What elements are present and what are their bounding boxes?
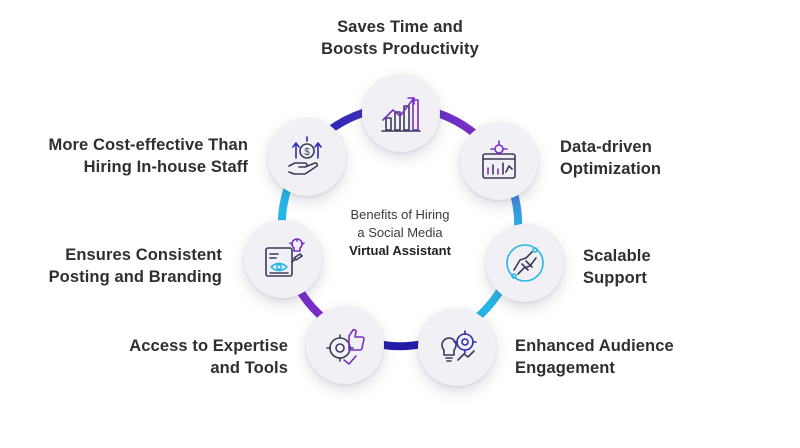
label-consistent-posting: Ensures Consistent Posting and Branding bbox=[22, 244, 222, 288]
label-scalable-support: Scalable Support bbox=[583, 245, 733, 289]
label-audience-engagement-line1: Enhanced Audience bbox=[515, 337, 674, 355]
label-saves-time: Saves Time and Boosts Productivity bbox=[300, 16, 500, 60]
node-cost-effective: $ bbox=[268, 118, 346, 196]
label-consistent-posting-line1: Ensures Consistent bbox=[65, 246, 222, 264]
center-title-line2: a Social Media bbox=[357, 225, 443, 240]
label-audience-engagement: Enhanced Audience Engagement bbox=[515, 335, 715, 379]
label-data-driven: Data-driven Optimization bbox=[560, 136, 760, 180]
node-saves-time bbox=[362, 74, 440, 152]
node-expertise-tools bbox=[306, 306, 384, 384]
label-cost-effective: More Cost-effective Than Hiring In-house… bbox=[38, 134, 248, 178]
node-audience-engagement bbox=[418, 308, 496, 386]
label-expertise-tools-line1: Access to Expertise bbox=[129, 337, 288, 355]
node-consistent-posting bbox=[244, 220, 322, 298]
growth-chart-icon bbox=[381, 97, 421, 132]
label-expertise-tools: Access to Expertise and Tools bbox=[88, 335, 288, 379]
branding-document-icon bbox=[265, 238, 305, 277]
label-cost-effective-line2: Hiring In-house Staff bbox=[83, 158, 248, 176]
label-data-driven-line1: Data-driven bbox=[560, 138, 652, 156]
label-cost-effective-line1: More Cost-effective Than bbox=[48, 136, 248, 154]
label-scalable-support-line1: Scalable bbox=[583, 247, 651, 265]
node-data-driven bbox=[460, 122, 538, 200]
center-title-line1: Benefits of Hiring bbox=[350, 207, 450, 222]
node-scalable-support bbox=[486, 224, 564, 302]
svg-text:$: $ bbox=[304, 147, 310, 158]
label-saves-time-line1: Saves Time and bbox=[337, 18, 463, 36]
center-title-line3: Virtual Assistant bbox=[349, 243, 451, 258]
center-title: Benefits of Hiring a Social Media Virtua… bbox=[320, 206, 480, 260]
idea-gear-icon bbox=[441, 330, 477, 362]
data-dashboard-icon bbox=[482, 140, 516, 179]
label-data-driven-line2: Optimization bbox=[560, 160, 662, 178]
label-saves-time-line2: Boosts Productivity bbox=[321, 40, 479, 58]
label-audience-engagement-line2: Engagement bbox=[515, 359, 616, 377]
gear-thumbs-up-icon bbox=[326, 328, 365, 365]
label-scalable-support-line2: Support bbox=[583, 269, 647, 287]
label-consistent-posting-line2: Posting and Branding bbox=[48, 268, 222, 286]
cost-savings-icon: $ bbox=[288, 136, 322, 175]
handshake-icon bbox=[506, 244, 544, 282]
label-expertise-tools-line2: and Tools bbox=[210, 359, 288, 377]
